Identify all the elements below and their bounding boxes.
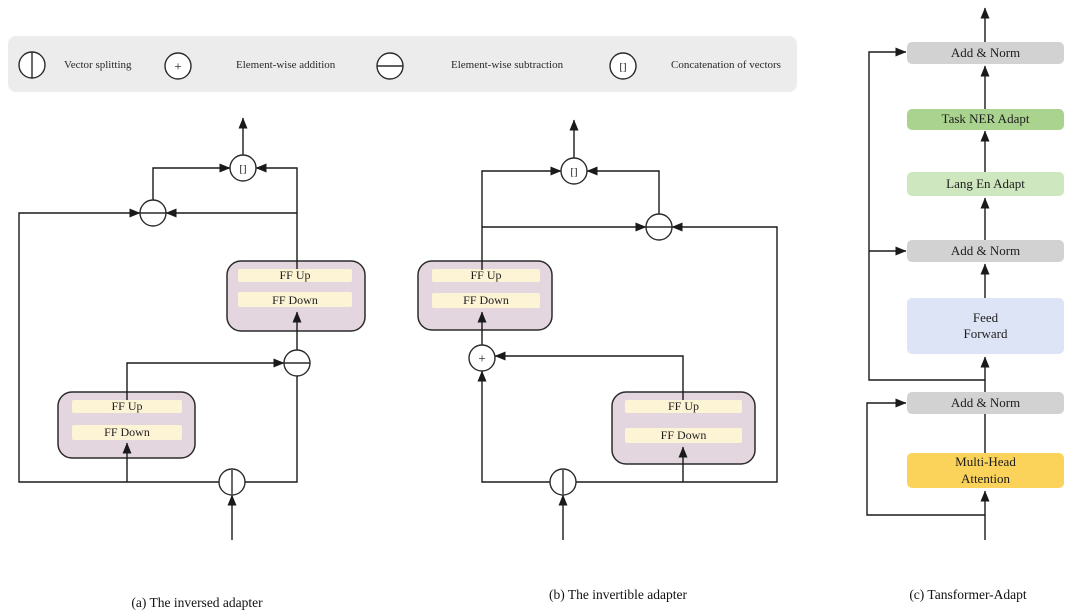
ff-up-label-upper-a: FF Up [279, 268, 311, 282]
wire-b-split-right-to-subtract [563, 222, 778, 483]
concat-icon-b [560, 157, 588, 185]
legend-symbols: + [] [18, 51, 637, 80]
ff-down-label-lower-a: FF Down [104, 424, 150, 439]
ff-down-label-lower-b: FF Down [660, 427, 707, 442]
wire-b-subtract-to-concat [586, 166, 660, 227]
wire-a-split-right-to-subtract2 [232, 376, 298, 483]
block-task-ner-adapt: Task NER Adapt [907, 109, 1064, 130]
ff-down-label-upper-a: FF Down [272, 292, 318, 307]
diagram-c-wires [866, 7, 990, 540]
wire-a-split-left-to-subtract1 [18, 208, 232, 483]
ff-down-box-lower-a [72, 425, 182, 440]
wire-a-adapter-to-concat [255, 163, 298, 269]
diagram-b-operators: [] + [468, 157, 673, 496]
concatenation-glyph: [] [620, 62, 627, 73]
diagram-b-wires [477, 119, 778, 540]
ff-up-label-upper-b: FF Up [470, 268, 502, 282]
wire-b-loweradapter-to-plus [494, 351, 684, 400]
block-add-norm-3: Add & Norm [907, 392, 1064, 414]
wire-a-loweradapter-to-subtract2 [126, 358, 285, 400]
ff-up-label-lower-b: FF Up [667, 399, 699, 413]
concat-icon-a [229, 154, 257, 182]
wire-b-split-left-to-plus [477, 370, 563, 483]
block-multi-head-attention: Multi-Head Attention [907, 453, 1064, 488]
wire-c-residual-inner [866, 398, 985, 516]
ff-up-label-lower-a: FF Up [111, 399, 143, 413]
legend-label-addition: Element-wise addition [236, 59, 336, 71]
block-add-norm-2: Add & Norm [907, 240, 1064, 262]
ff-down-label-upper-b: FF Down [463, 292, 509, 307]
block-add-norm-1: Add & Norm [907, 42, 1064, 64]
ff-up-box-upper-a [238, 269, 352, 282]
caption-b: (b) The invertible adapter [548, 587, 688, 602]
diagram-a-operators: [] [139, 154, 311, 496]
diagram-b-boxes [417, 260, 756, 465]
ff-down-box-upper-a [238, 292, 352, 307]
concat-glyph-b: [] [571, 167, 578, 178]
addition-icon [164, 52, 192, 80]
caption-a: (a) The inversed adapter [131, 595, 263, 610]
plus-glyph-b: + [478, 351, 485, 366]
concat-glyph-a: [] [240, 164, 247, 175]
diagram-a-wires [18, 117, 302, 540]
block-feed-forward: Feed Forward [907, 298, 1064, 354]
wire-b-adapter-to-concat [481, 166, 562, 270]
ff-down-box-upper-b [432, 293, 540, 308]
ff-down-box-lower-b [625, 428, 742, 443]
legend-label-vector-splitting: Vector splitting [64, 59, 132, 71]
addition-glyph: + [174, 59, 181, 74]
block-lang-en-adapt: Lang En Adapt [907, 172, 1064, 196]
diagram-a-boxes [57, 260, 366, 459]
ff-up-box-upper-b [432, 269, 540, 282]
wire-a-subtract-to-concat [152, 163, 231, 213]
wire-c-residual-outer [868, 47, 985, 381]
caption-c: (c) Tansformer-Adapt [909, 587, 1027, 602]
concatenation-icon [609, 52, 637, 80]
ff-up-box-lower-a [72, 400, 182, 413]
legend-label-subtraction: Element-wise subtraction [451, 59, 564, 71]
legend-label-concatenation: Concatenation of vectors [671, 59, 781, 71]
plus-icon-b [468, 344, 496, 372]
ff-up-box-lower-b [625, 400, 742, 413]
